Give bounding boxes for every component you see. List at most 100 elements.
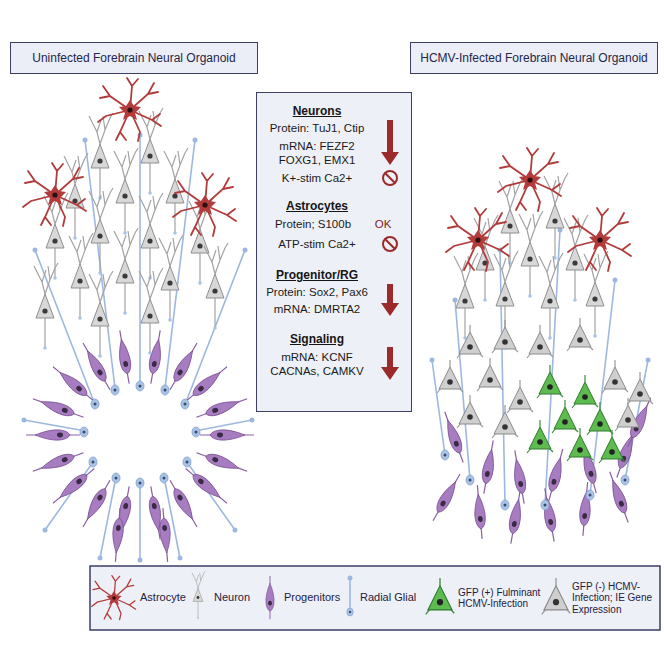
radial-glia-soma	[112, 473, 120, 483]
neuron-cell	[114, 228, 138, 315]
radial-glia-soma	[91, 399, 99, 409]
progenitor-cell	[146, 330, 166, 385]
finding-text: mRNA: KCNF CACNAs, CAMKV	[265, 351, 369, 379]
progenitor-ring	[26, 330, 254, 563]
gfp-negative-cell	[492, 320, 518, 353]
legend-text: Astrocyte	[140, 591, 186, 604]
gfp-negative-cell	[437, 360, 463, 393]
title-text: HCMV-Infected Forebrain Neural Organoid	[420, 51, 647, 65]
finding-text: Protein; S100b	[261, 218, 365, 232]
neuron-cell	[89, 188, 113, 275]
lumen	[82, 385, 198, 485]
radial-glia-fiber	[432, 230, 648, 505]
radial-glia-fiber	[24, 135, 252, 560]
down-arrow	[381, 347, 399, 380]
fulminant-infected-cells	[527, 365, 625, 463]
radial-glia-fibers	[432, 230, 648, 505]
progenitor-cell	[79, 340, 115, 392]
radial-glia-soma	[192, 427, 200, 437]
progenitor-cell	[31, 394, 85, 422]
section-heading: Signaling	[259, 332, 375, 346]
astrocyte-cell	[98, 78, 161, 141]
radial-glia-soma	[111, 385, 119, 395]
down-arrow	[381, 120, 399, 165]
radial-glia-soma	[541, 500, 549, 510]
neuron-cell	[159, 235, 183, 322]
progenitor-cell	[26, 430, 80, 440]
legend-progenitor-icon	[266, 576, 274, 619]
gfp-positive-cell	[527, 420, 553, 453]
neuron-cell	[89, 113, 113, 200]
progenitor-cell	[110, 508, 125, 563]
section-heading: Progenitor/RG	[259, 268, 375, 282]
progenitor-cell	[166, 478, 202, 530]
progenitor-cell	[50, 465, 98, 508]
title-text: Uninfected Forebrain Neural Organoid	[32, 51, 235, 65]
radial-endfeet	[22, 133, 255, 563]
radial-glia-soma	[136, 478, 144, 488]
prohibition-sign	[383, 237, 397, 251]
blocked-symbols	[383, 171, 397, 251]
radial-glia-soma	[161, 385, 169, 395]
progenitor-cell	[195, 394, 249, 422]
summary-panel: NeuronsProtein: TuJ1, CtipmRNA: FEZF2 FO…	[256, 92, 412, 412]
radial-glia-soma	[466, 475, 474, 485]
gfp-negative-cell	[457, 325, 483, 358]
progenitor-cell	[158, 508, 173, 563]
left-organoid	[22, 78, 255, 563]
finding-text: mRNA: DMRTA2	[259, 303, 375, 317]
finding-text: Protein: TuJ1, Ctip	[259, 122, 375, 136]
neuron-cell	[114, 148, 138, 235]
legend-text: Progenitors	[284, 591, 340, 604]
neuron-cell	[204, 243, 228, 330]
neuron-cell	[64, 153, 88, 240]
radial-glia-fibers	[24, 135, 252, 560]
gfp-negative-cell	[492, 405, 518, 438]
neuron-cell	[539, 253, 563, 340]
ie-infected-cells	[437, 318, 653, 438]
radial-glia-soma	[80, 427, 88, 437]
legend-text: GFP (+) Fulminant HCMV-Infection	[458, 587, 542, 610]
progenitor-cell	[115, 330, 135, 385]
finding-text: K+-stim Ca2+	[259, 172, 375, 186]
gfp-positive-cell	[599, 430, 625, 463]
progenitor-cell	[540, 488, 560, 543]
gfp-negative-cell	[567, 318, 593, 351]
gfp-negative-cell	[627, 372, 653, 405]
progenitor-cell	[605, 470, 633, 524]
legend-gfp-negative-icon	[542, 578, 571, 614]
progenitor-cell	[182, 465, 230, 508]
progenitor-cell	[200, 430, 254, 440]
finding-text: Protein: Sox2, Pax6	[259, 286, 375, 300]
progenitor-cell	[506, 490, 526, 545]
neuron-cell	[139, 108, 163, 195]
progenitor-cell	[472, 485, 487, 540]
finding-text: ATP-stim Ca2+	[259, 238, 375, 252]
title-box: Uninfected Forebrain Neural Organoid	[10, 42, 258, 74]
radial-glia-soma	[136, 381, 144, 391]
gfp-positive-cell	[587, 402, 613, 435]
gfp-negative-cell	[527, 325, 553, 358]
prohibition-bar	[385, 173, 395, 183]
panel-ground	[256, 92, 412, 412]
gfp-negative-cell	[477, 358, 503, 391]
progenitor-cluster	[429, 396, 656, 545]
legend-text: Neuron	[214, 591, 250, 604]
gfp-negative-cell	[602, 360, 628, 393]
legend-text: Radial Glial	[360, 591, 416, 604]
gfp-positive-cell	[572, 375, 598, 408]
neuron-layer	[454, 173, 608, 340]
progenitor-cell	[182, 363, 230, 406]
neuron-cell	[139, 193, 163, 280]
legend-frame	[90, 566, 660, 630]
radial-glia-soma	[586, 490, 594, 500]
progenitor-cell	[166, 340, 202, 392]
gfp-negative-cell	[507, 380, 533, 413]
neuron-cell	[69, 233, 93, 320]
neuron-cell	[139, 268, 163, 355]
gfp-negative-cell	[457, 395, 483, 428]
neuron-cell	[494, 251, 518, 338]
gfp-positive-cell	[537, 365, 563, 398]
radial-glia-soma	[160, 473, 168, 483]
